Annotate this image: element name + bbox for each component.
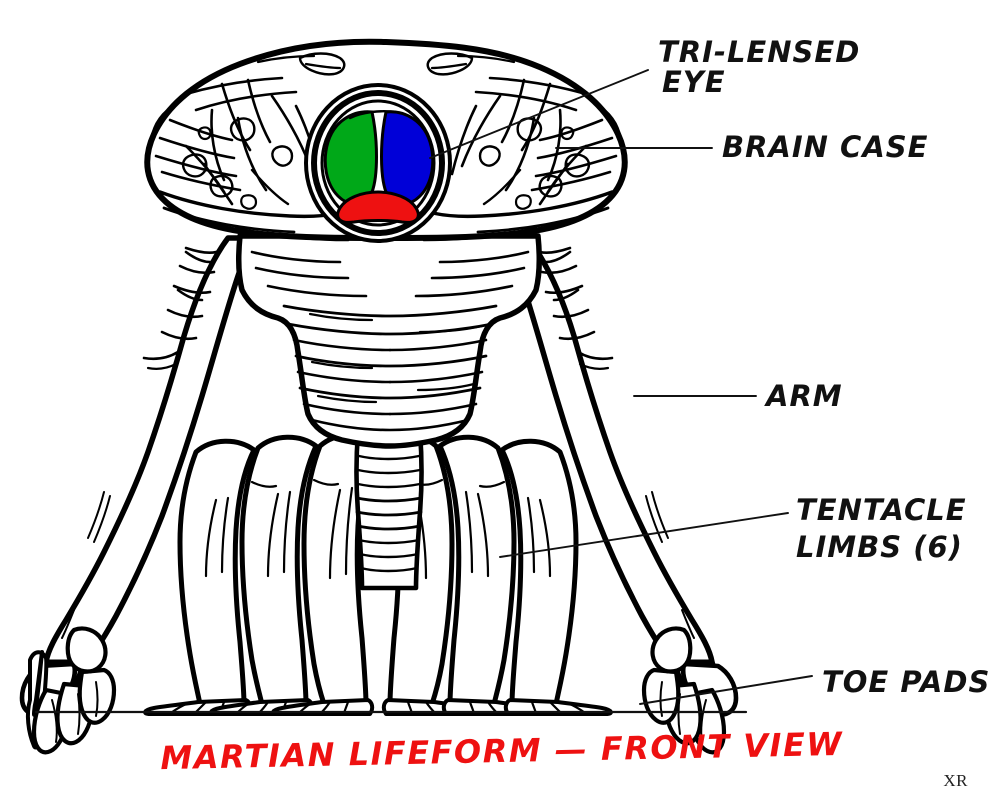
diagram-caption: MARTIAN LIFEFORM — FRONT VIEW	[160, 725, 844, 777]
torso	[235, 233, 543, 449]
right-arm	[499, 235, 739, 755]
tentacle-limb	[499, 438, 613, 716]
label-tentacle-limbs-line2: LIMBS (6)	[796, 530, 963, 564]
creature-figure	[19, 38, 739, 755]
head-texture-right	[150, 52, 622, 210]
leader-tri-lensed-eye	[429, 69, 649, 159]
label-toe-pads: TOE PADS	[822, 665, 990, 699]
leader-lines	[429, 69, 813, 705]
tentacle-limb	[143, 438, 257, 716]
label-tri-lensed-eye-line2: EYE	[662, 65, 726, 99]
left-arm	[19, 235, 259, 755]
leader-tentacle-limbs	[499, 512, 789, 558]
eye-lens-green	[323, 110, 378, 206]
labels: TRI-LENSED EYE BRAIN CASE ARM TENTACLE L…	[658, 35, 990, 699]
artist-watermark: XR	[943, 771, 968, 790]
leader-toe-pads	[639, 675, 813, 705]
tentacle-limb	[209, 434, 319, 716]
label-tentacle-limbs-line1: TENTACLE	[796, 493, 967, 527]
left-hand	[19, 626, 117, 755]
label-arm: ARM	[764, 379, 843, 413]
eye-lens-red	[336, 190, 420, 224]
label-brain-case: BRAIN CASE	[722, 130, 928, 164]
tri-lensed-eye	[304, 83, 452, 243]
central-segment	[354, 429, 424, 591]
eye-lens-blue	[380, 110, 435, 206]
label-tri-lensed-eye-line1: TRI-LENSED	[658, 35, 860, 69]
brain-case-head	[144, 38, 628, 243]
